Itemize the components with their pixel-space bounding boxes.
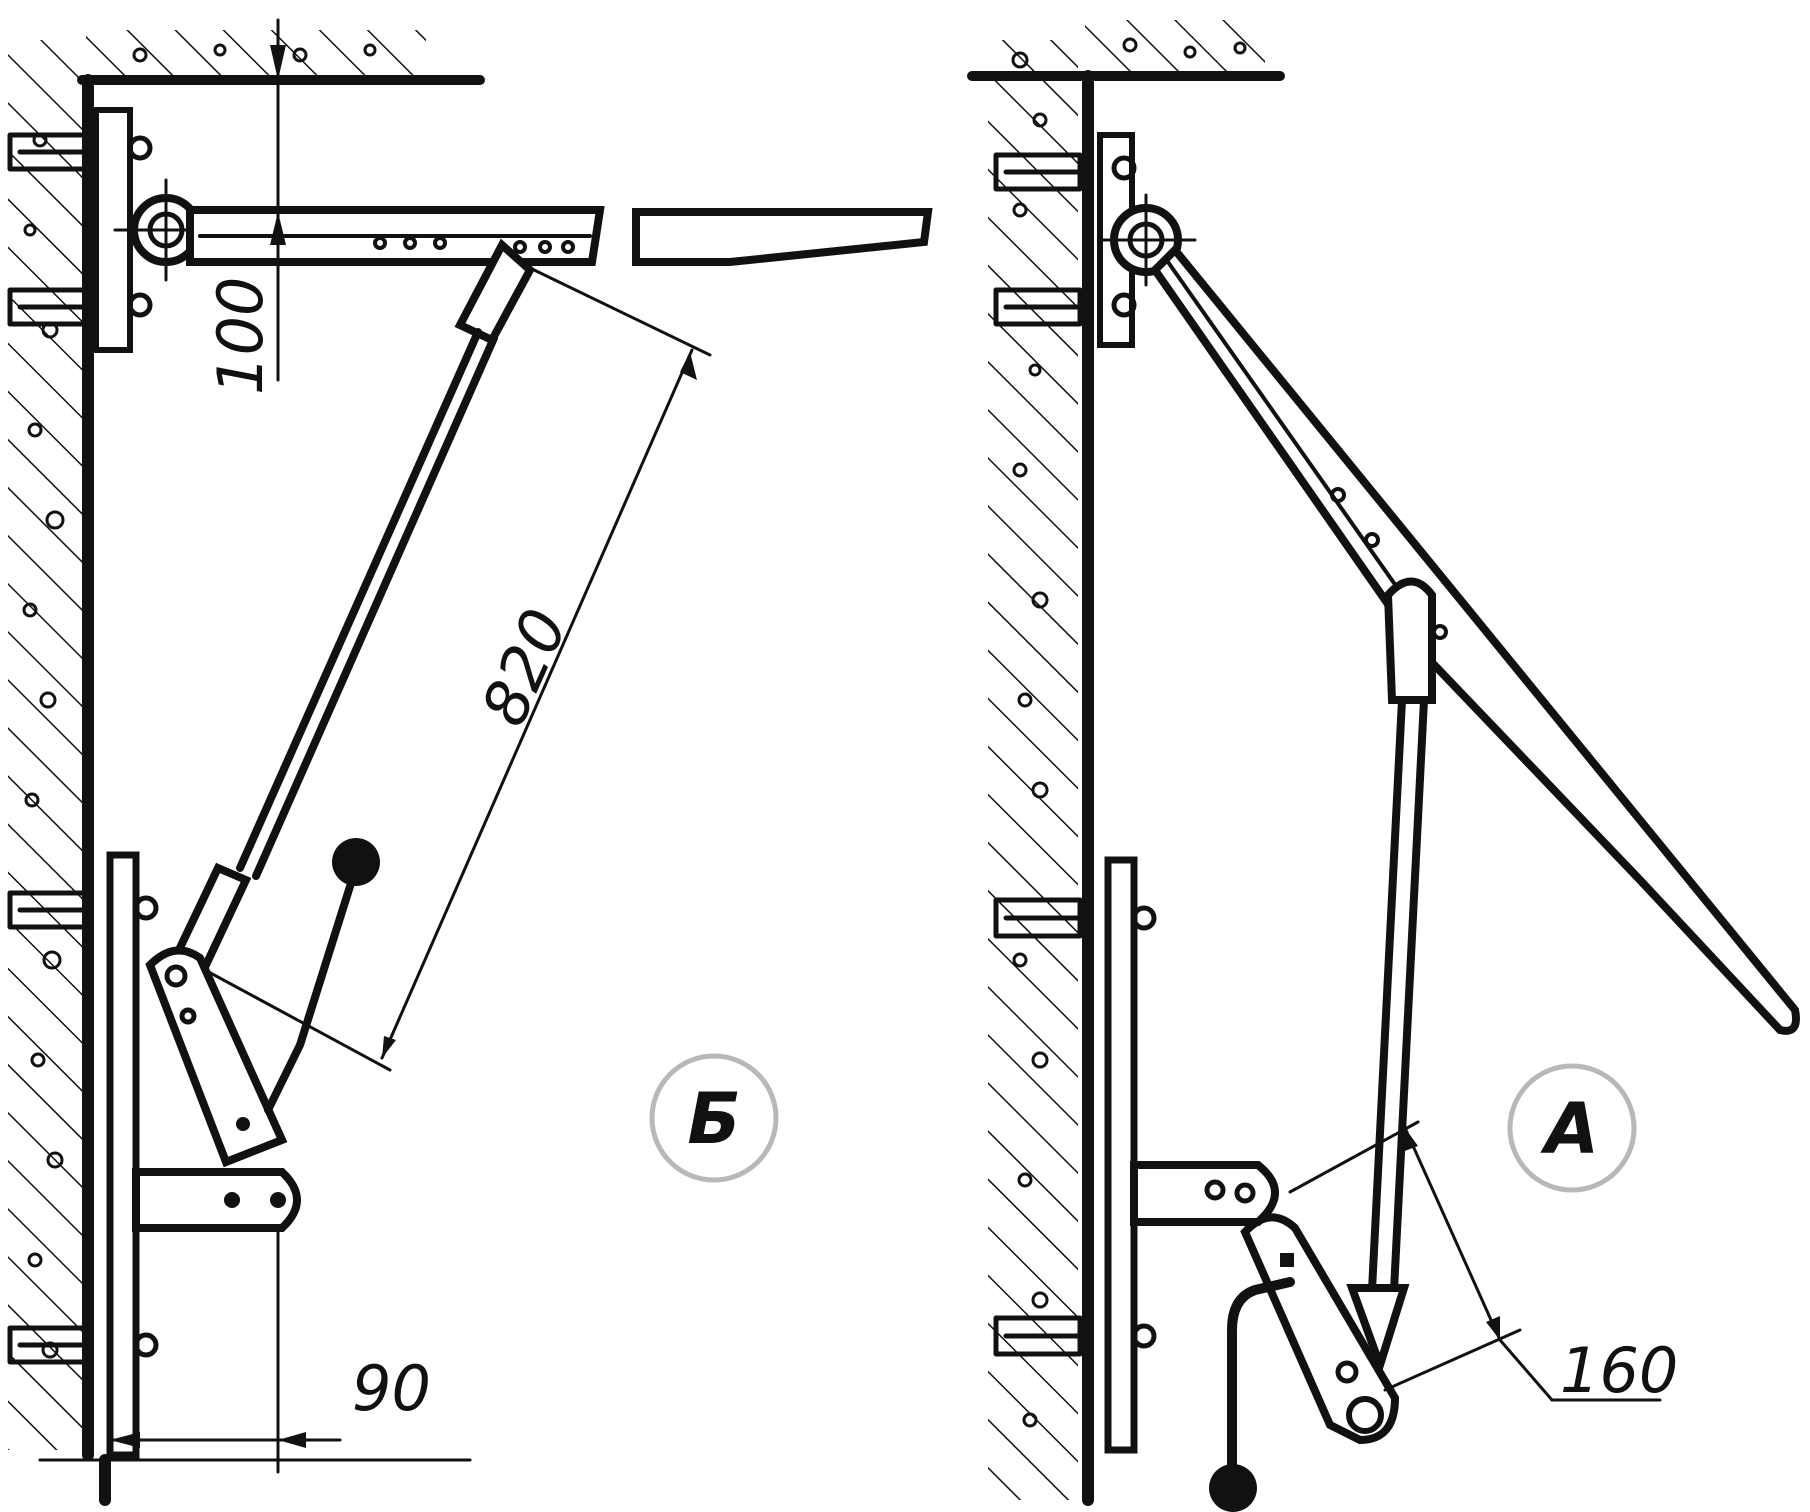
gas-strut-b [172,238,536,971]
upper-anchor-bolts-b [7,132,153,327]
lower-anchor-bolts-b [7,890,159,1365]
handle-a [1209,1277,1295,1512]
handle-b [264,838,380,1114]
lower-anchor-bolts-a [993,897,1157,1357]
wall-hatch-b [8,40,86,1450]
wall-hatch-a [988,40,1078,1500]
dimension-90-label: 90 [352,1352,431,1425]
hinge-b [113,178,217,282]
dimension-100-lines [270,18,286,382]
tabletop-b [186,206,933,266]
dimension-90-lines [108,1226,342,1474]
gas-strut-a [1346,577,1436,1378]
panel-b-label: Б [687,1078,740,1160]
panel-b-label-ring [649,1053,779,1183]
panel-a-label: А [1540,1088,1599,1170]
ceiling-hatch-b [86,30,426,80]
panel-a: 160 А [967,20,1800,1512]
lower-bracket-plate-a [1104,856,1138,1454]
lower-bracket-plate-b [106,851,140,1459]
tabletop-a [1149,244,1800,1035]
panel-a-label-ring [1507,1063,1637,1193]
dimension-820-label: 820 [467,598,582,736]
support-bracket-b [132,1168,301,1232]
masonry-pebbles-a [1011,37,1247,1428]
hinge-a [1098,193,1197,287]
support-bracket-a [1130,1161,1279,1226]
upper-anchor-bolts-a [993,152,1137,327]
dimension-160-lines [1288,1120,1662,1402]
dimension-820-lines [203,266,712,1072]
masonry-pebbles-b [22,43,377,1359]
panel-b: 100 820 90 Б [7,18,933,1506]
dimension-160-label: 160 [1560,1334,1678,1407]
dimension-100-label: 100 [204,277,277,395]
ceiling-hatch-a [1085,20,1265,76]
lever-arm-b [145,946,288,1168]
